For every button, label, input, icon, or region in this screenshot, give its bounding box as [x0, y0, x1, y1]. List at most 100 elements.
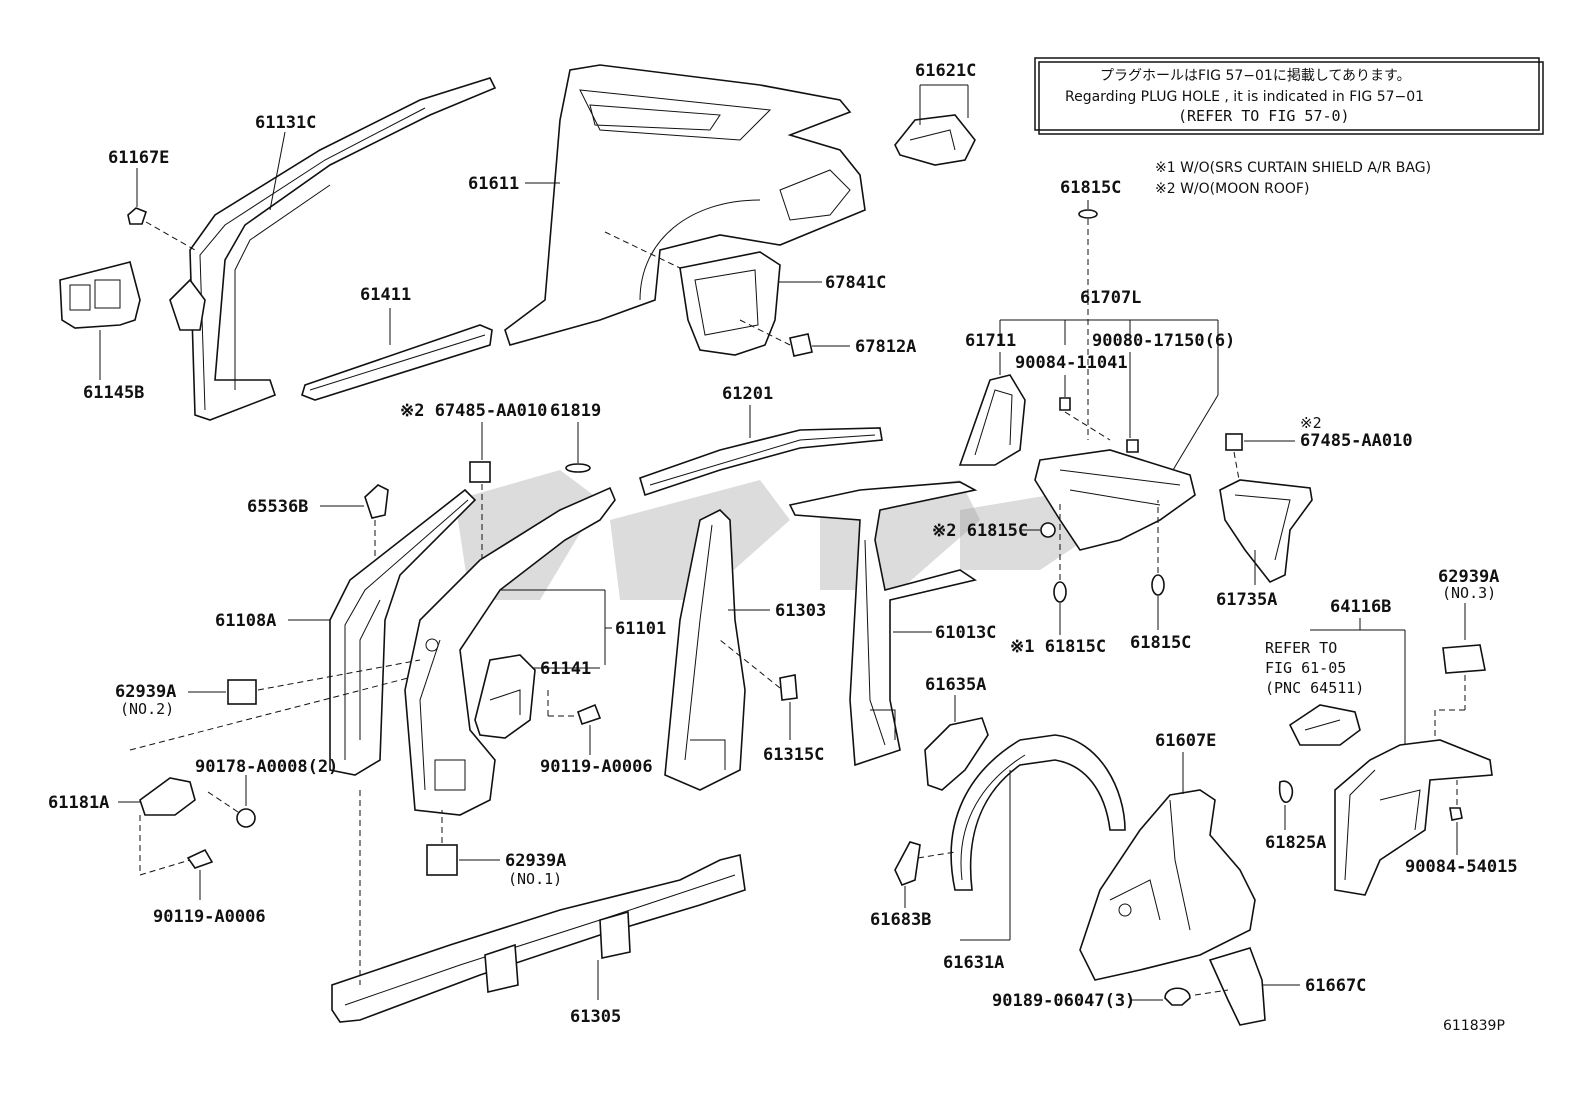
label-61141: 61141: [540, 659, 591, 679]
part-64116B: [1334, 739, 1493, 896]
label-no2: (NO.2): [120, 700, 174, 718]
part-61315C: [779, 674, 798, 701]
notice-line-3: (REFER TO FIG 57-0): [1178, 107, 1350, 125]
part-61181A: [139, 777, 196, 816]
part-61667C: [1208, 947, 1266, 1026]
label-61181A: 61181A: [48, 793, 109, 813]
part-61305: [331, 854, 746, 1023]
label-61631A: 61631A: [943, 953, 1004, 973]
part-61815C-right: [1151, 574, 1165, 596]
label-61013C: 61013C: [935, 623, 996, 643]
label-61167E: 61167E: [108, 148, 169, 168]
notice-box: プラグホールはFIG 57−01に掲載してあります。 Regarding PLU…: [1034, 57, 1544, 135]
label-67841C: 67841C: [825, 273, 886, 293]
part-61621C: [894, 114, 976, 166]
part-61108A: [329, 488, 477, 776]
label-90080-17150: 90080-17150(6): [1092, 331, 1235, 351]
part-61631A: [950, 734, 1126, 891]
part-61735A: [1219, 479, 1313, 583]
label-61131C: 61131C: [255, 113, 316, 133]
label-61607E: 61607E: [1155, 731, 1216, 751]
part-62939A-no1: [426, 844, 458, 876]
part-61683B: [894, 841, 921, 887]
part-90119-mid: [577, 703, 602, 726]
notice-line-2: Regarding PLUG HOLE , it is indicated in…: [1065, 89, 1424, 105]
label-61707L: 61707L: [1080, 288, 1141, 308]
part-90080-17150-nut: [1126, 439, 1139, 453]
part-61201: [639, 427, 883, 497]
label-61667C: 61667C: [1305, 976, 1366, 996]
label-61305: 61305: [570, 1007, 621, 1027]
label-no3: (NO.3): [1442, 584, 1496, 602]
part-61711: [958, 374, 1026, 466]
refer-line-1: REFER TO: [1265, 639, 1337, 657]
label-61825A: 61825A: [1265, 833, 1326, 853]
part-61145B: [59, 261, 141, 329]
label-61635A: 61635A: [925, 675, 986, 695]
label-67485-right-mark: ※2: [1300, 414, 1322, 432]
part-61815C-top: [1078, 209, 1098, 219]
part-90084-54015: [1449, 807, 1463, 821]
part-61101: [404, 486, 616, 816]
label-61819: 61819: [550, 401, 601, 421]
label-67485-AA010-right: 67485-AA010: [1300, 431, 1413, 451]
label-67812A: 67812A: [855, 337, 916, 357]
refer-line-3: (PNC 64511): [1265, 679, 1364, 697]
part-61141: [474, 654, 536, 739]
label-90084-11041: 90084-11041: [1015, 353, 1128, 373]
label-90084-54015: 90084-54015: [1405, 857, 1518, 877]
label-61611: 61611: [468, 174, 519, 194]
part-61815C-w1: [1053, 581, 1067, 603]
part-61611: [504, 64, 866, 346]
part-61815C-mid: [1040, 522, 1056, 538]
label-61735A: 61735A: [1216, 590, 1277, 610]
part-61013C: [788, 481, 978, 767]
label-61108A: 61108A: [215, 611, 276, 631]
label-61101: 61101: [615, 619, 666, 639]
label-61815C-w1: ※1 61815C: [1010, 637, 1106, 657]
part-67485-AA010-right: [1225, 433, 1243, 451]
label-61303: 61303: [775, 601, 826, 621]
label-90189-06047: 90189-06047(3): [992, 991, 1135, 1011]
label-61683B: 61683B: [870, 910, 931, 930]
notice-line-1: プラグホールはFIG 57−01に掲載してあります。: [1100, 68, 1411, 84]
label-61621C: 61621C: [915, 61, 976, 81]
figure-code: 611839P: [1443, 1018, 1505, 1034]
label-61815C-top: 61815C: [1060, 178, 1121, 198]
label-61815C-right: 61815C: [1130, 633, 1191, 653]
label-90119-A0006-left: 90119-A0006: [153, 907, 266, 927]
label-61201: 61201: [722, 384, 773, 404]
part-61825A: [1278, 780, 1294, 804]
part-61819: [565, 463, 591, 473]
part-61303: [664, 509, 746, 791]
label-61315C: 61315C: [763, 745, 824, 765]
part-61707L: [1034, 449, 1196, 551]
part-67841C: [679, 251, 781, 356]
part-61411: [301, 324, 493, 401]
label-67485-AA010-left: ※2 67485-AA010: [400, 401, 547, 421]
label-62939A-no1: 62939A: [505, 851, 566, 871]
part-65536B: [364, 484, 389, 519]
part-61607E: [1079, 789, 1256, 981]
label-64116B: 64116B: [1330, 597, 1391, 617]
refer-line-2: FIG 61-05: [1265, 659, 1346, 677]
label-62939A-no3: 62939A: [1438, 567, 1499, 587]
part-64511-ref: [1288, 704, 1361, 746]
label-61145B: 61145B: [83, 383, 144, 403]
part-67812A: [789, 333, 813, 357]
label-no1: (NO.1): [508, 870, 562, 888]
label-61711: 61711: [965, 331, 1016, 351]
label-65536B: 65536B: [247, 497, 308, 517]
label-61815C-mid: ※2 61815C: [932, 521, 1028, 541]
legend-note-2: ※2 W/O(MOON ROOF): [1155, 181, 1309, 197]
label-90119-A0006-mid: 90119-A0006: [540, 757, 653, 777]
part-61167E: [127, 207, 147, 225]
part-61635A: [924, 717, 989, 791]
part-62939A-no2: [227, 679, 257, 705]
label-62939A-no2: 62939A: [115, 682, 176, 702]
label-90178-A0008: 90178-A0008(2): [195, 757, 338, 777]
label-61411: 61411: [360, 285, 411, 305]
part-90178-nut: [236, 808, 256, 828]
part-61131C: [169, 77, 497, 421]
